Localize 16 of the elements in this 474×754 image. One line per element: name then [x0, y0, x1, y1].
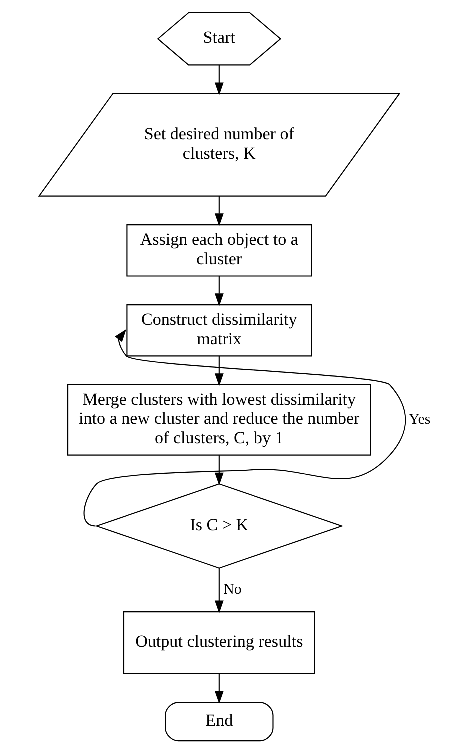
arrow: [214, 674, 224, 704]
arrow: [214, 276, 224, 306]
node-box: Output clustering results: [123, 612, 316, 674]
arrow: [214, 65, 224, 96]
node-diamond: Is C > K: [95, 484, 344, 569]
edge-label: No: [224, 582, 242, 598]
arrow: [214, 356, 224, 386]
arrow: [214, 196, 224, 226]
node-box: Assign each object to a cluster: [126, 224, 312, 277]
node-box: Merge clusters with lowest dissimilarity into a new cluster and reduce the number of clusters, C, by 1: [68, 384, 372, 456]
node-box: End: [165, 702, 274, 742]
arrow: [84, 329, 406, 527]
edge-label: Yes: [408, 412, 431, 428]
arrow: [214, 568, 224, 614]
node-box: Construct dissimilarity matrix: [126, 304, 312, 357]
arrow: [214, 456, 224, 486]
